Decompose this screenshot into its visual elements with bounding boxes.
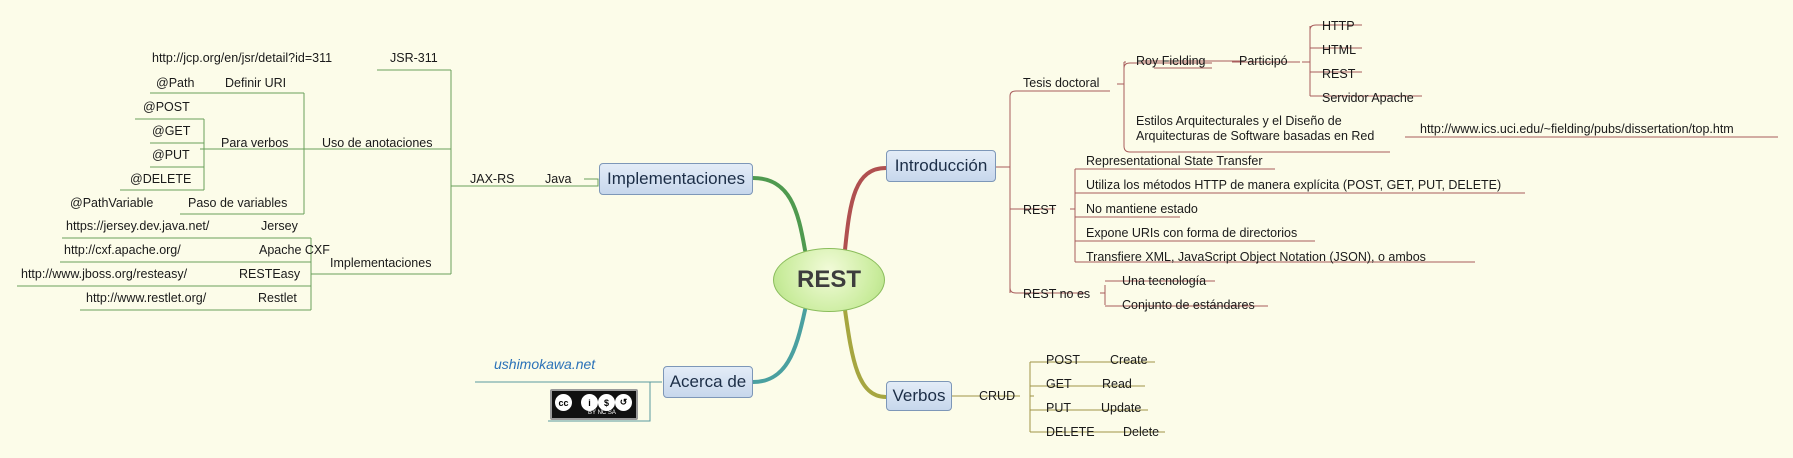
node-jax-rs[interactable]: JAX-RS <box>470 172 515 186</box>
node-conjunto-estandares[interactable]: Conjunto de estándares <box>1122 298 1255 312</box>
creative-commons-badge[interactable]: cc i $ ↺ BY NC SA <box>550 389 638 420</box>
topic-acerca-de-label: Acerca de <box>669 372 747 391</box>
node-paso-variables[interactable]: Paso de variables <box>188 196 288 210</box>
node-crud[interactable]: CRUD <box>979 389 1016 403</box>
node-representational-state-transfer[interactable]: Representational State Transfer <box>1086 154 1263 168</box>
node-apache-cxf[interactable]: Apache CXF <box>259 243 330 257</box>
node-uso-anotaciones[interactable]: Uso de anotaciones <box>322 136 433 150</box>
node-at-post[interactable]: @POST <box>143 100 190 114</box>
cc-icon: cc <box>555 394 572 411</box>
node-get[interactable]: GET <box>1046 377 1072 391</box>
node-at-put[interactable]: @PUT <box>152 148 190 162</box>
topic-acerca-de[interactable]: Acerca de <box>663 366 753 398</box>
node-restlet[interactable]: Restlet <box>258 291 297 305</box>
topic-verbos[interactable]: Verbos <box>886 381 952 411</box>
sa-icon: ↺ <box>615 394 632 411</box>
node-path[interactable]: @Path <box>156 76 195 90</box>
node-metodos-http[interactable]: Utiliza los métodos HTTP de manera explí… <box>1086 178 1502 192</box>
node-jersey[interactable]: Jersey <box>261 219 298 233</box>
node-jsr-311[interactable]: JSR-311 <box>390 51 438 65</box>
node-roy-fielding[interactable]: Roy Fielding <box>1136 54 1206 68</box>
ushimokawa-logo[interactable]: ushimokawa.net <box>494 356 596 372</box>
node-implementaciones-libs[interactable]: Implementaciones <box>330 256 432 270</box>
node-jsr-url[interactable]: http://jcp.org/en/jsr/detail?id=311 <box>152 51 333 65</box>
node-expone-uris[interactable]: Expone URIs con forma de directorios <box>1086 226 1298 240</box>
by-icon: i <box>581 394 598 411</box>
node-transfiere-xml[interactable]: Transfiere XML, JavaScript Object Notati… <box>1086 250 1426 264</box>
node-at-delete[interactable]: @DELETE <box>130 172 192 186</box>
node-delete[interactable]: DELETE <box>1046 425 1095 439</box>
node-participo[interactable]: Participó <box>1239 54 1288 68</box>
node-rest-no-es[interactable]: REST no es <box>1023 287 1091 301</box>
topic-verbos-label: Verbos <box>892 386 946 405</box>
node-estilos-arquitecturales[interactable]: Estilos Arquitecturales y el Diseño de A… <box>1136 114 1375 143</box>
node-put[interactable]: PUT <box>1046 401 1071 415</box>
node-una-tecnologia[interactable]: Una tecnología <box>1122 274 1207 288</box>
node-rest[interactable]: REST <box>1023 203 1057 217</box>
node-delete-op[interactable]: Delete <box>1123 425 1160 439</box>
node-java[interactable]: Java <box>545 172 572 186</box>
nc-icon: $ <box>598 394 615 411</box>
node-post[interactable]: POST <box>1046 353 1081 367</box>
node-resteasy[interactable]: RESTEasy <box>239 267 301 281</box>
node-pathvariable[interactable]: @PathVariable <box>70 196 154 210</box>
node-read[interactable]: Read <box>1102 377 1132 391</box>
node-at-get[interactable]: @GET <box>152 124 191 138</box>
node-definir-uri[interactable]: Definir URI <box>225 76 287 90</box>
node-html[interactable]: HTML <box>1322 43 1357 57</box>
topic-implementaciones-label: Implementaciones <box>607 169 745 188</box>
topic-implementaciones[interactable]: Implementaciones <box>599 163 753 195</box>
node-create[interactable]: Create <box>1110 353 1148 367</box>
node-tesis-doctoral[interactable]: Tesis doctoral <box>1023 76 1100 90</box>
node-restlet-url[interactable]: http://www.restlet.org/ <box>86 291 207 305</box>
license-text: BY NC SA <box>588 410 616 416</box>
node-apache-cxf-url[interactable]: http://cxf.apache.org/ <box>64 243 181 257</box>
node-servidor-apache[interactable]: Servidor Apache <box>1322 91 1414 105</box>
node-jersey-url[interactable]: https://jersey.dev.java.net/ <box>66 219 210 233</box>
node-resteasy-url[interactable]: http://www.jboss.org/resteasy/ <box>21 267 188 281</box>
node-http[interactable]: HTTP <box>1322 19 1355 33</box>
central-topic[interactable]: REST <box>773 248 885 312</box>
node-para-verbos[interactable]: Para verbos <box>221 136 289 150</box>
topic-introduccion[interactable]: Introducción <box>886 150 996 182</box>
node-dissertation-url[interactable]: http://www.ics.uci.edu/~fielding/pubs/di… <box>1420 122 1734 136</box>
node-rest-participo[interactable]: REST <box>1322 67 1356 81</box>
central-topic-label: REST <box>796 266 861 293</box>
node-no-mantiene-estado[interactable]: No mantiene estado <box>1086 202 1198 216</box>
node-update[interactable]: Update <box>1101 401 1142 415</box>
topic-introduccion-label: Introducción <box>894 156 988 175</box>
